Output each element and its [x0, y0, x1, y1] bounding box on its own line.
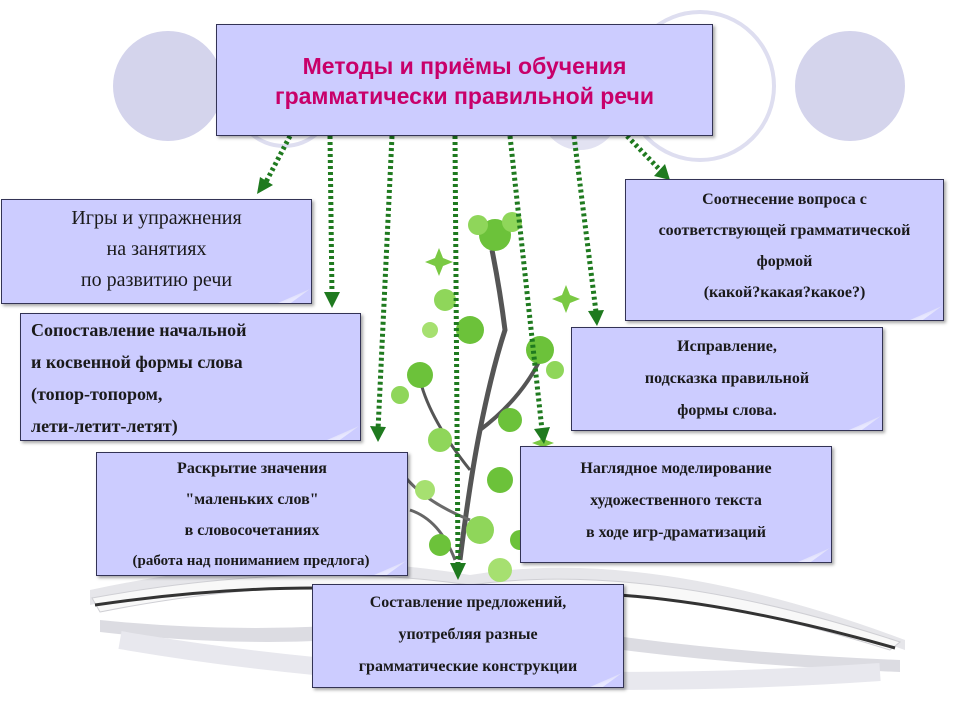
method-text: соответствующей грамматической	[658, 222, 911, 239]
method-relate-box: Соотнесение вопроса с соответствующей гр…	[625, 179, 944, 321]
method-compose-box: Составление предложений, употребляя разн…	[312, 584, 624, 688]
method-reveal-box: Раскрытие значения "маленьких слов" в сл…	[96, 452, 408, 576]
diagram-title: Методы и приёмы обучения грамматически п…	[216, 24, 713, 136]
method-compare-box: Сопоставление начальной и косвенной форм…	[20, 313, 361, 441]
method-text: Исправление,	[677, 338, 777, 355]
method-text: "маленьких слов"	[185, 491, 319, 508]
method-text: Составление предложений,	[369, 594, 567, 611]
method-text: Раскрытие значения	[177, 460, 327, 477]
method-model-box: Наглядное моделирование художественного …	[520, 446, 832, 563]
page-curl-icon	[798, 548, 830, 562]
title-line-2: грамматически правильной речи	[274, 83, 654, 109]
arrows	[263, 134, 664, 567]
method-text: художественного текста	[590, 492, 762, 509]
method-games-box: Игры и упражнения на занятиях по развити…	[1, 199, 312, 304]
method-text: употребляя разные	[398, 626, 538, 643]
method-text: (работа над пониманием предлога)	[132, 553, 370, 569]
method-text: по развитию речи	[80, 269, 233, 291]
method-text: на занятиях	[106, 238, 207, 260]
method-text: Игры и упражнения	[71, 207, 242, 229]
method-text: и косвенной формы слова	[31, 352, 243, 372]
method-text: (топор-топором,	[31, 384, 163, 404]
method-text: Соотнесение вопроса с	[702, 191, 867, 208]
title-line-1: Методы и приёмы обучения	[302, 53, 627, 79]
method-text: лети-летит-летят)	[31, 416, 178, 436]
method-text: Сопоставление начальной	[31, 320, 247, 340]
method-text: грамматические конструкции	[358, 658, 578, 675]
method-text: формы слова.	[677, 402, 777, 419]
method-text: Наглядное моделирование	[580, 460, 772, 477]
method-text: подсказка правильной	[644, 370, 810, 387]
arrowheads	[257, 164, 670, 580]
method-text: (какой?какая?какое?)	[703, 284, 866, 301]
method-text: в ходе игр-драматизаций	[585, 524, 766, 541]
method-text: в словосочетаниях	[184, 522, 320, 539]
page-curl-icon	[910, 306, 942, 320]
method-text: формой	[756, 253, 813, 270]
method-correct-box: Исправление, подсказка правильной формы …	[571, 327, 883, 431]
